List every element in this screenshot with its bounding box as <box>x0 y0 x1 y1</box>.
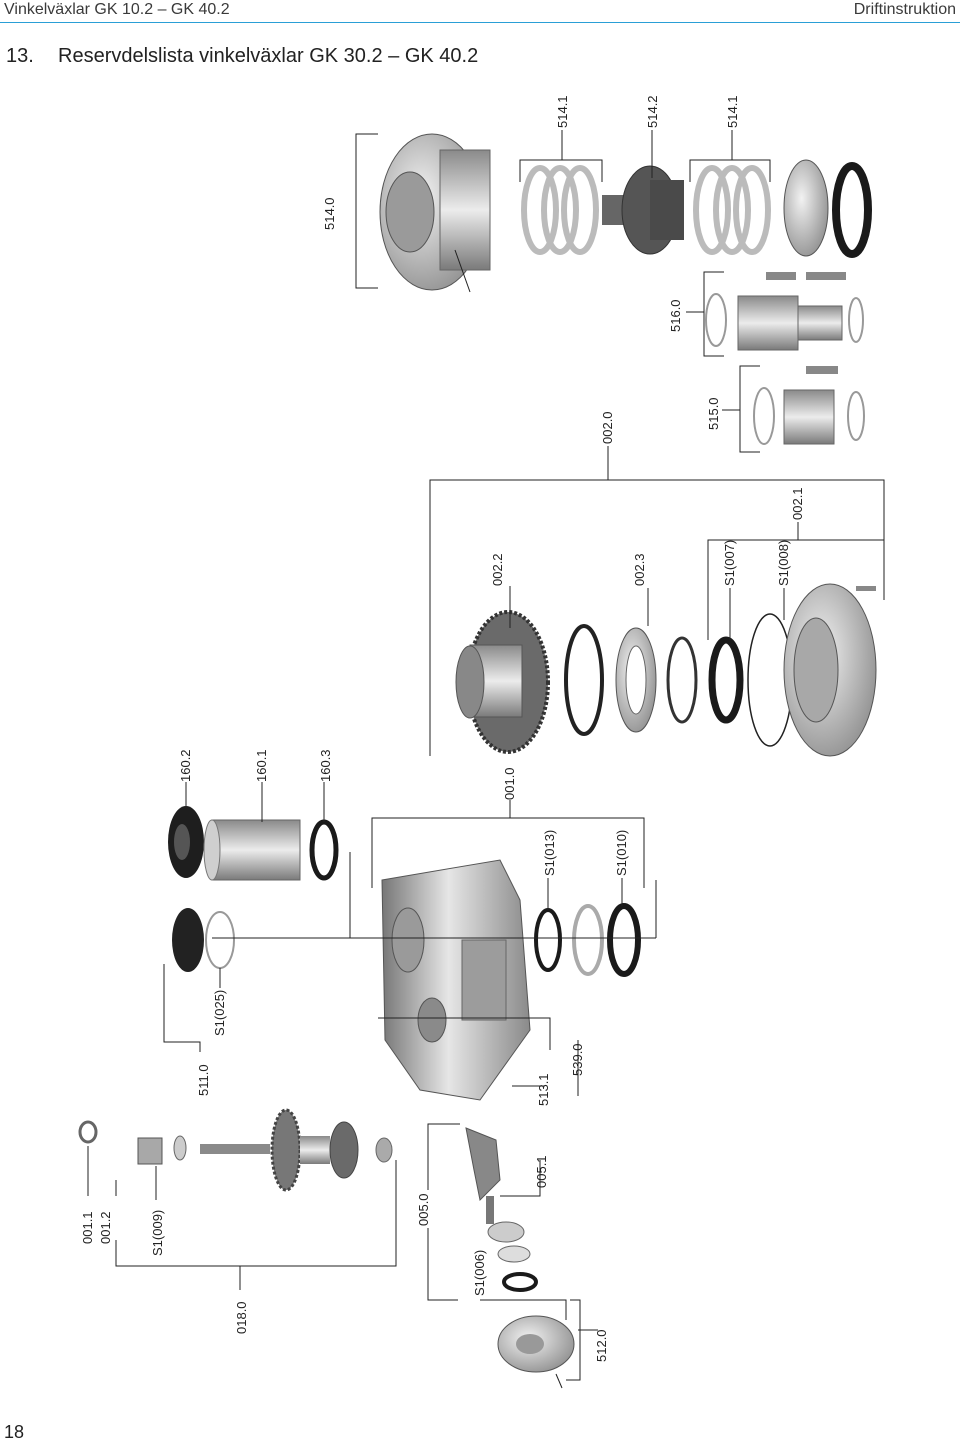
shaft-514-2 <box>602 165 684 255</box>
housing-001-0 <box>381 859 531 1101</box>
sleeve-160-1 <box>203 819 301 881</box>
ring-160-3 <box>309 819 339 881</box>
label-002-2: 002.2 <box>490 553 505 586</box>
label-514-0: 514.0 <box>322 197 337 230</box>
section-title-text: Reservdelslista vinkelväxlar GK 30.2 – G… <box>58 45 479 67</box>
label-S1-013: S1(013) <box>542 830 557 876</box>
label-514-2: 514.2 <box>645 95 660 128</box>
label-514-1-right: 514.1 <box>725 95 740 128</box>
label-539-0: 539.0 <box>570 1043 585 1076</box>
label-002-0: 002.0 <box>600 411 615 444</box>
cap-160-2 <box>168 806 204 878</box>
label-018-0: 018.0 <box>234 1301 249 1334</box>
page-header: Vinkelväxlar GK 10.2 – GK 40.2 Driftinst… <box>0 0 960 23</box>
label-516-0: 516.0 <box>668 299 683 332</box>
rings-001 <box>534 903 641 977</box>
label-S1-010: S1(010) <box>614 830 629 876</box>
cover-002-1 <box>783 583 877 757</box>
label-005-0: 005.0 <box>416 1193 431 1226</box>
rings-002 <box>564 613 793 747</box>
label-160-3: 160.3 <box>318 749 333 782</box>
sleeve-515-0 <box>753 366 865 445</box>
label-511-0: 511.0 <box>196 1064 211 1096</box>
leader-lines <box>87 130 885 1381</box>
bevel-gear-005-0 <box>465 1127 538 1292</box>
label-160-2: 160.2 <box>178 749 193 782</box>
label-001-2: 001.2 <box>98 1211 113 1244</box>
label-002-3: 002.3 <box>632 553 647 586</box>
header-doc-type: Driftinstruktion <box>853 1 956 18</box>
label-S1-025: S1(025) <box>212 990 227 1036</box>
label-S1-006: S1(006) <box>472 1250 487 1296</box>
label-513-1: 513.1 <box>536 1073 551 1106</box>
label-514-1-left: 514.1 <box>555 95 570 128</box>
label-S1-007: S1(007) <box>722 540 737 586</box>
bearing-ring <box>783 159 872 258</box>
section-number: 13. <box>6 45 34 67</box>
gear-002-2 <box>455 610 550 754</box>
label-160-1: 160.1 <box>254 749 269 782</box>
label-515-0: 515.0 <box>706 397 721 430</box>
cap-511-0 <box>172 908 235 972</box>
flange-cover-514-0 <box>379 133 491 293</box>
label-S1-009: S1(009) <box>150 1210 165 1256</box>
page-number: 18 <box>4 1422 25 1442</box>
label-001-1: 001.1 <box>80 1211 95 1244</box>
header-product: Vinkelväxlar GK 10.2 – GK 40.2 <box>4 1 230 18</box>
shaft-516-0 <box>705 272 864 351</box>
cover-512-0 <box>497 1315 575 1389</box>
label-S1-008: S1(008) <box>776 540 791 586</box>
rings-514-1-right <box>693 165 771 255</box>
part-labels: 514.0 514.1 514.2 514.1 516.0 515.0 002.… <box>80 95 805 1362</box>
section-title: 13. Reservdelslista vinkelväxlar GK 30.2 … <box>6 45 478 68</box>
label-512-0: 512.0 <box>594 1329 609 1362</box>
pinion-shaft-018-0 <box>78 1108 393 1192</box>
label-005-1: 005.1 <box>534 1155 549 1188</box>
label-002-1: 002.1 <box>790 487 805 520</box>
rings-514-1-left <box>521 165 599 255</box>
label-001-0: 001.0 <box>502 767 517 800</box>
